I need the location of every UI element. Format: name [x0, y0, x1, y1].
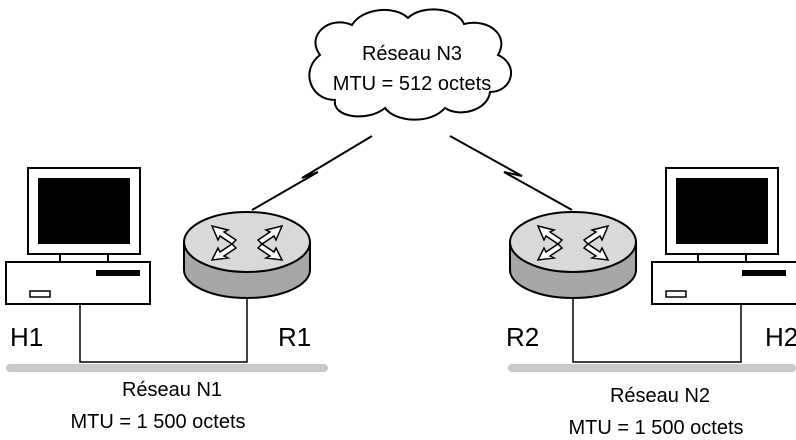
cloud-mtu: MTU = 512 octets: [333, 73, 491, 95]
host-h1-label: H1: [10, 322, 43, 352]
segment-n2-links: [572, 298, 742, 363]
link-r2-n3: [449, 135, 573, 211]
segment-n1-links: [79, 298, 248, 363]
router-r1-label: R1: [278, 322, 311, 352]
host-h2-icon: [651, 167, 796, 305]
segment-n1-bar: [6, 364, 328, 372]
cloud-name: Réseau N3: [362, 43, 462, 65]
router-r1-icon: [183, 211, 311, 299]
router-r2-label: R2: [506, 322, 539, 352]
host-h1-icon: [5, 167, 151, 305]
network-n1-mtu: MTU = 1 500 octets: [70, 411, 245, 433]
network-n1-name: Réseau N1: [122, 379, 222, 401]
segment-n2-bar: [508, 364, 796, 372]
router-r2-icon: [509, 211, 637, 299]
link-r1-n3: [251, 135, 373, 211]
cloud-n3: Réseau N3 MTU = 512 octets: [308, 8, 512, 121]
network-n2-name: Réseau N2: [610, 385, 710, 407]
network-n2-mtu: MTU = 1 500 octets: [568, 417, 743, 439]
host-h2-label: H2: [765, 322, 796, 352]
